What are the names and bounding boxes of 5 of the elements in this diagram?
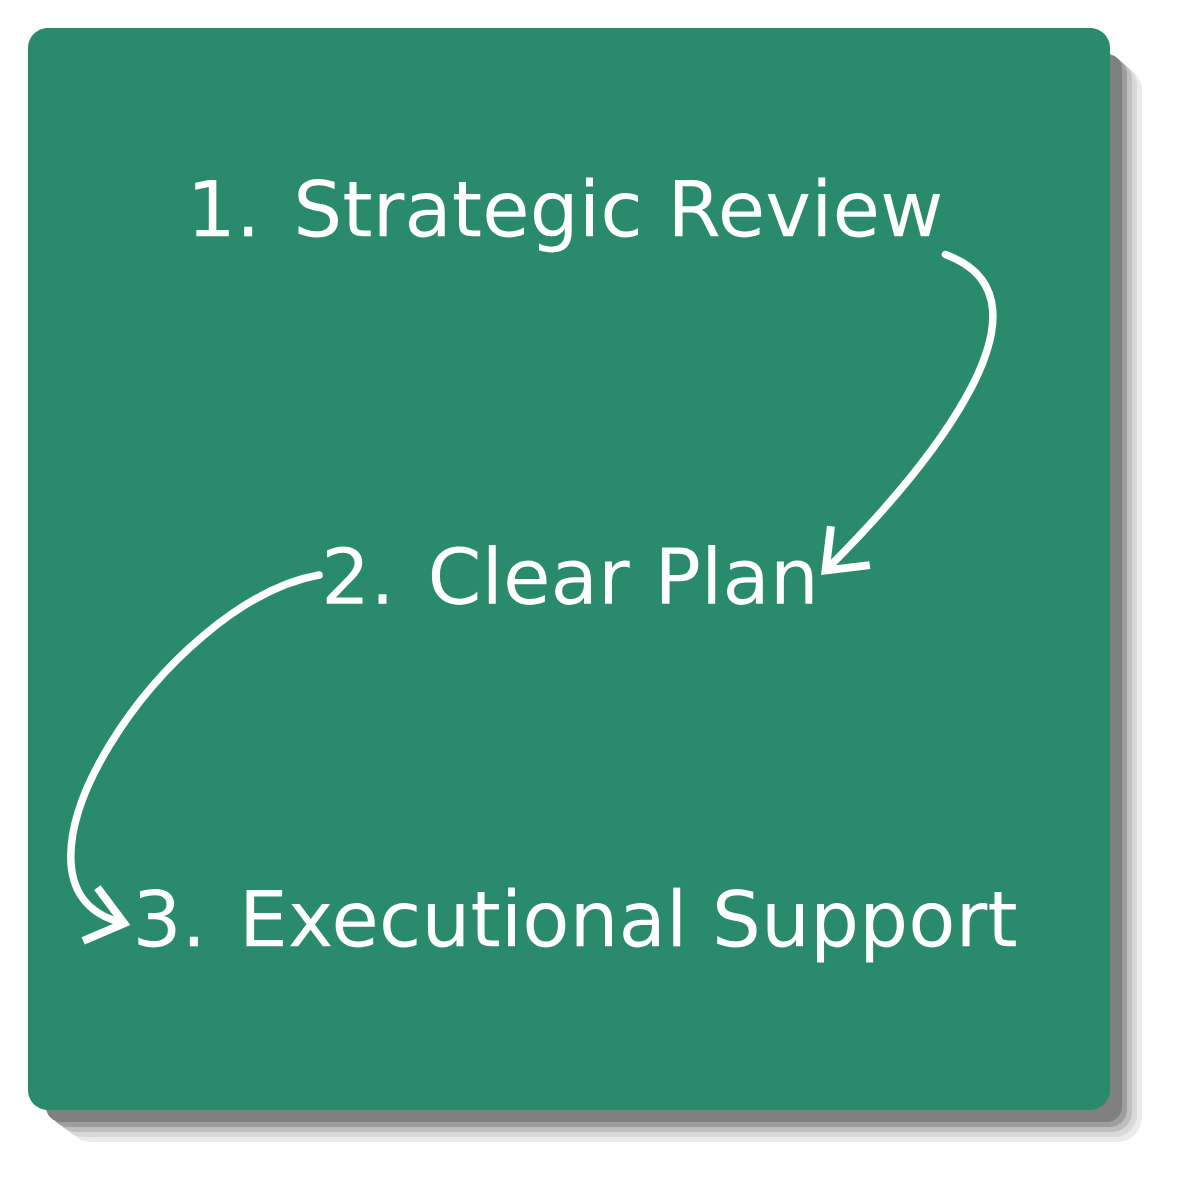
step-label: 2. Clear Plan [326,545,813,605]
curved-arrow [67,571,323,945]
step-label: 3. Executional Support [138,887,1016,963]
curved-arrow [821,250,997,575]
step-label: 1. Strategic Review [195,177,941,253]
